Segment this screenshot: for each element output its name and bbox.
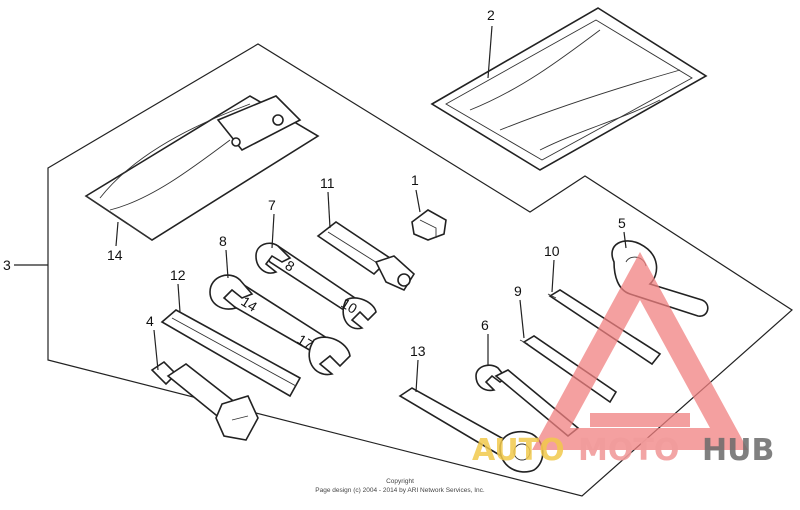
watermark-triangle-icon (532, 252, 748, 450)
screwdriver-handle-part-11 (316, 221, 416, 292)
copyright-line-1: Copyright (386, 478, 414, 485)
tool-bag-part-14 (84, 95, 320, 241)
callout-leaders (14, 25, 627, 393)
automotohub-watermark: AUTO MOTO HUB (472, 252, 774, 468)
callout-5: 5 (618, 215, 626, 231)
watermark-hub: HUB (702, 433, 774, 468)
callout-3: 3 (3, 257, 11, 273)
copyright-line-2: Page design (c) 2004 - 2014 by ARI Netwo… (315, 487, 485, 494)
document-pouch-part-2 (430, 7, 708, 171)
open-end-wrench-part-7: 8 10 (255, 242, 377, 330)
clip-part-1 (411, 209, 447, 241)
open-end-wrench-part-8: 14 17 (209, 274, 351, 376)
tool-kit-outline (47, 43, 793, 497)
plug-wrench-part-4 (150, 360, 259, 441)
callout-1: 1 (411, 172, 419, 188)
callout-10: 10 (544, 243, 560, 259)
extension-bar-part-12 (160, 309, 302, 398)
callout-6: 6 (481, 317, 489, 333)
wrench-7-large-mark: 10 (338, 295, 360, 317)
watermark-auto: AUTO (472, 433, 565, 468)
callout-12: 12 (170, 267, 186, 283)
callout-2: 2 (487, 7, 495, 23)
wrench-8-large-mark: 17 (294, 331, 316, 353)
box-wrench-part-13 (398, 387, 544, 473)
watermark-moto: MOTO (578, 433, 679, 468)
callout-14: 14 (107, 247, 123, 263)
callout-9: 9 (514, 283, 522, 299)
callout-8: 8 (219, 233, 227, 249)
wrench-8-small-mark: 14 (238, 293, 260, 315)
callout-11: 11 (320, 175, 335, 191)
callout-13: 13 (410, 343, 426, 359)
callout-7: 7 (268, 197, 276, 213)
callout-4: 4 (146, 313, 154, 329)
